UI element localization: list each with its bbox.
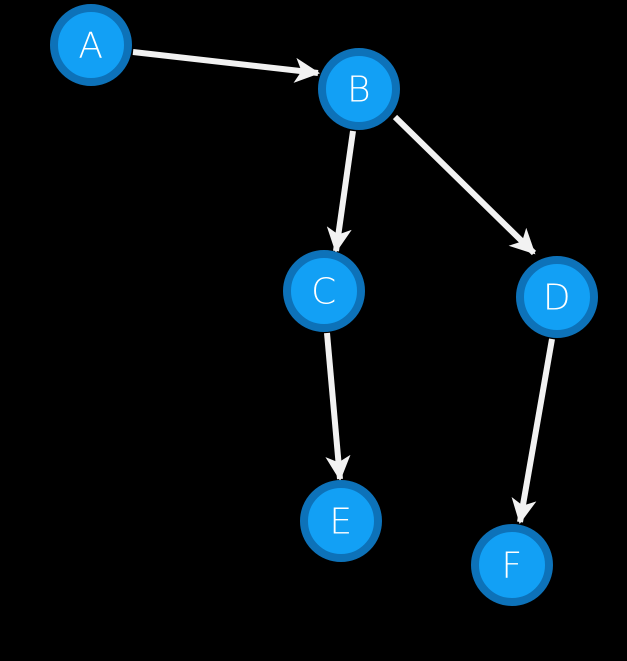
node-label-b: B — [347, 70, 371, 111]
node-circle-f[interactable] — [471, 524, 553, 606]
graph-edge-b-to-d — [392, 114, 537, 256]
node-layer: A B C D E F — [50, 4, 598, 606]
node-circle-b[interactable] — [318, 48, 400, 130]
graph-edge-d-to-f — [511, 338, 555, 524]
node-circle-a[interactable] — [50, 4, 132, 86]
node-label-e: E — [329, 502, 352, 543]
graph-node-f[interactable]: F — [471, 524, 553, 606]
graph-node-c[interactable]: C — [283, 250, 365, 332]
graph-edge-a-to-b — [132, 49, 321, 83]
node-circle-e[interactable] — [300, 480, 382, 562]
node-label-c: C — [311, 272, 337, 313]
node-label-f: F — [501, 546, 522, 587]
graph-edge-b-to-c — [326, 130, 356, 253]
graph-node-a[interactable]: A — [50, 4, 132, 86]
graph-node-e[interactable]: E — [300, 480, 382, 562]
node-label-d: D — [543, 278, 571, 319]
graph-node-d[interactable]: D — [516, 256, 598, 338]
node-circle-d[interactable] — [516, 256, 598, 338]
node-label-a: A — [78, 26, 103, 67]
node-circle-c[interactable] — [283, 250, 365, 332]
graph-node-b[interactable]: B — [318, 48, 400, 130]
edge-layer — [132, 49, 555, 524]
graph-edge-c-to-e — [324, 332, 351, 482]
